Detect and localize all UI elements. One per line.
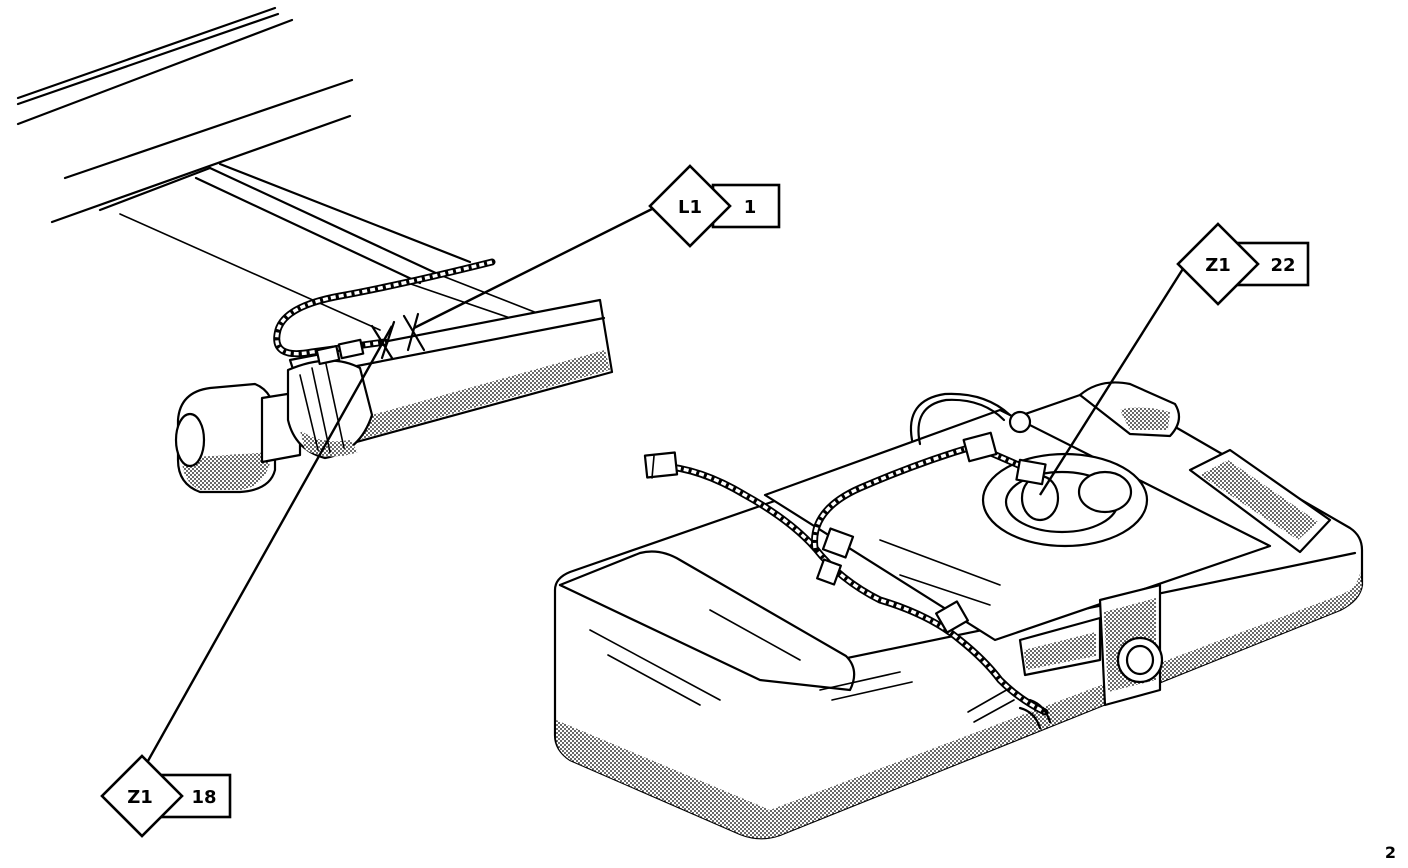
fuel-sender-canister [174, 359, 374, 494]
callout-diamond [1176, 222, 1260, 306]
frame-rail-assembly [16, 6, 561, 331]
leader-lines [142, 204, 1188, 769]
callout-diamond [100, 754, 184, 838]
callout-code: Z1 [1205, 255, 1231, 276]
page-number: 2 [1384, 843, 1396, 862]
fuel-tank [553, 381, 1364, 840]
callout-number: 22 [1270, 255, 1295, 276]
callout-diamond [648, 164, 732, 248]
tank-wiring-harness [643, 392, 1052, 730]
callout-z1-22: Z1 22 [1176, 222, 1310, 306]
left-harness-loop [273, 258, 496, 366]
callout-code: L1 [678, 197, 702, 218]
callout-number: 18 [191, 787, 216, 808]
callout-l1-1: L1 1 [648, 164, 781, 248]
callout-z1-18: Z1 18 [100, 754, 232, 838]
callout-number: 1 [744, 197, 757, 218]
callout-code: Z1 [127, 787, 153, 808]
